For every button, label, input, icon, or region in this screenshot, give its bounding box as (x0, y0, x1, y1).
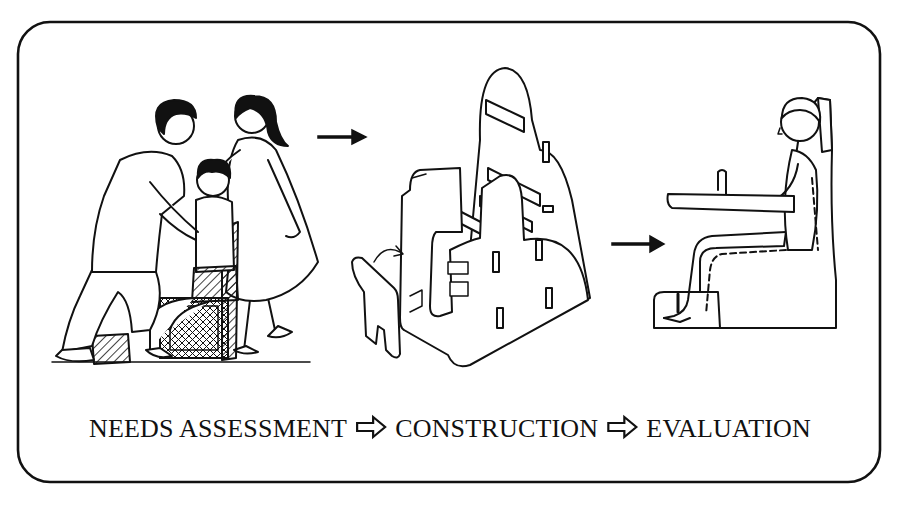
sketch-line (543, 206, 553, 212)
sketch-line (192, 266, 238, 302)
sketch-line (92, 152, 184, 272)
sketch-line (546, 288, 552, 308)
step-arrow (357, 417, 385, 437)
sketch-line (146, 348, 172, 357)
sketch-line (352, 258, 400, 358)
sketch-line (543, 142, 549, 162)
sketch-line (160, 214, 196, 240)
sketch-line (226, 138, 318, 301)
sketch-line (818, 98, 832, 152)
sketch-line (196, 196, 234, 272)
sketch-line (235, 96, 288, 146)
sketch-line (268, 160, 300, 237)
sketch-line (244, 298, 275, 350)
sketch-line (234, 326, 292, 354)
assessment-scene (52, 96, 318, 364)
sketch-line (700, 98, 836, 328)
flow-arrow (318, 130, 366, 144)
sketch-line (718, 170, 726, 194)
sketch-line (497, 308, 503, 328)
sketch-line (156, 100, 196, 134)
sketch-line (493, 252, 499, 272)
sketch-line (677, 294, 680, 312)
sketch-line (812, 178, 818, 250)
frame (18, 22, 880, 482)
step-label: CONSTRUCTION (395, 416, 598, 442)
sketch-line (668, 194, 795, 212)
sketch-line (664, 318, 690, 322)
sketch-line (706, 250, 786, 314)
sketch-line (394, 246, 403, 256)
sketch-line (448, 262, 468, 296)
step-label: EVALUATION (646, 416, 811, 442)
sketch-line (410, 174, 426, 312)
step-label: NEEDS ASSESSMENT (89, 416, 347, 442)
sketch-line (536, 240, 542, 260)
step-arrow (608, 417, 636, 437)
sketch-line (664, 232, 786, 318)
flow-arrow (612, 236, 664, 252)
construction-parts (352, 68, 590, 366)
sketch-line (56, 348, 94, 361)
sketch-line (400, 168, 588, 366)
sketch-line (782, 98, 820, 122)
sketch-line (778, 128, 782, 134)
seated-child (654, 98, 836, 328)
sketch-line (654, 292, 720, 328)
sketch-line (92, 334, 130, 364)
sketch-line (62, 266, 160, 352)
sketch-line (198, 160, 230, 178)
sketch-line (486, 100, 524, 132)
